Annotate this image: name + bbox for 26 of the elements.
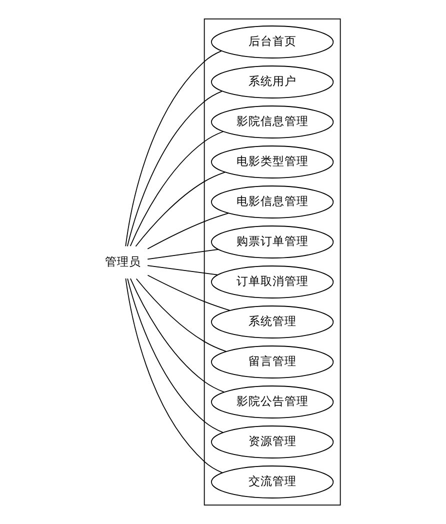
- node-ellipse: 影院公告管理: [211, 386, 334, 418]
- node-ellipse: 资源管理: [211, 426, 334, 458]
- connector: [125, 278, 223, 474]
- connector: [130, 278, 224, 392]
- node-ellipse: 系统管理: [211, 306, 334, 338]
- connector: [147, 265, 218, 276]
- node-ellipse: 留言管理: [211, 346, 334, 378]
- connector: [125, 50, 222, 247]
- connector: [136, 278, 227, 352]
- node-ellipse: 购票订单管理: [211, 226, 334, 258]
- node-ellipse: 订单取消管理: [211, 266, 334, 298]
- node-ellipse: 后台首页: [211, 26, 334, 58]
- node-ellipse: 电影信息管理: [211, 186, 334, 218]
- node-ellipse: 系统用户: [211, 66, 334, 98]
- connector: [126, 90, 223, 247]
- connector: [135, 172, 226, 247]
- connector: [147, 274, 230, 311]
- connector: [147, 248, 219, 260]
- node-text: 管理员: [105, 254, 141, 268]
- connector: [127, 278, 224, 433]
- connector: [147, 212, 229, 250]
- node-ellipse: 交流管理: [211, 466, 334, 498]
- node-ellipse: 电影类型管理: [211, 146, 334, 178]
- node-ellipse: 影院信息管理: [211, 106, 334, 138]
- cluster: [204, 18, 341, 506]
- connector: [130, 131, 224, 247]
